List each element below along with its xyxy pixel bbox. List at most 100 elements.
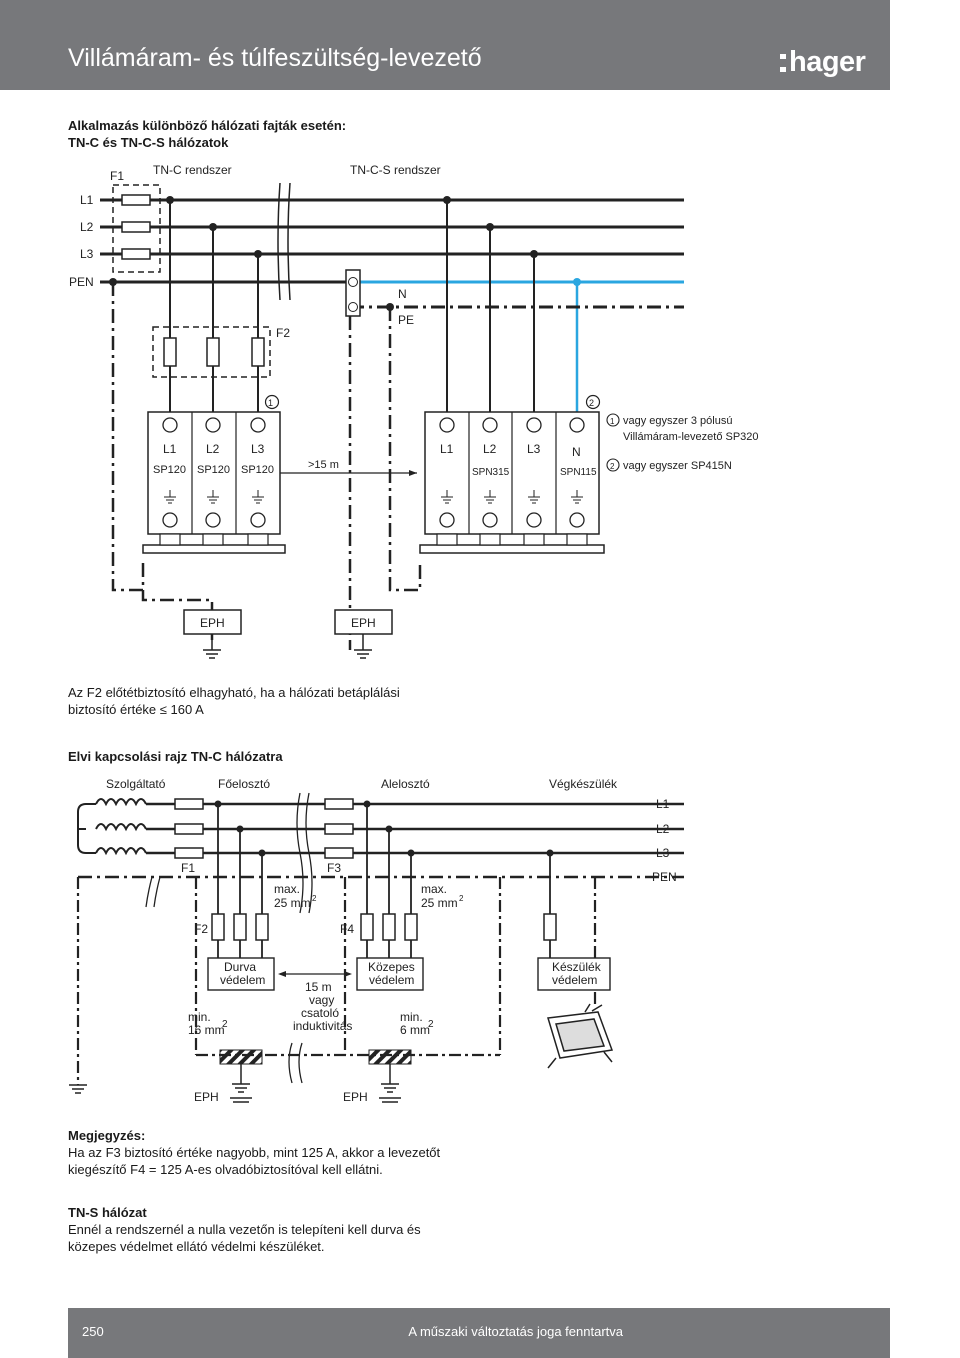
svg-text:max.: max. [274,882,300,896]
label-pe: PE [398,313,414,327]
section1-heading-2: TN-C és TN-C-S hálózatok [68,135,229,150]
svg-text:L2: L2 [656,822,670,836]
coil-l3 [95,847,147,856]
svg-text:1: 1 [268,398,273,408]
tv-icon [547,1003,614,1069]
para1-line2: biztosító értéke ≤ 160 A [68,702,204,717]
svg-text:L2: L2 [206,442,220,456]
fuse-f1-l3 [121,248,151,260]
logo-text: hager [789,46,866,78]
pen-return-left [111,282,145,592]
label-n: N [398,287,407,301]
svg-text:EPH: EPH [194,1090,219,1104]
legend-1b: Villámáram-levezető SP320 [623,431,759,443]
svg-text:L3: L3 [251,442,265,456]
section2-heading: Elvi kapcsolási rajz TN-C hálózatra [68,749,283,764]
svg-text:2: 2 [610,462,615,471]
diagram-tnc-principle [69,792,684,1103]
svg-text:min.: min. [400,1010,423,1024]
tns-line1: Ennél a rendszernél a nulla vezetőn is t… [68,1222,421,1237]
svg-text:csatoló: csatoló [301,1006,339,1020]
svg-text:SP120: SP120 [197,464,230,476]
svg-text:EPH: EPH [343,1090,368,1104]
label-line-l3: L3 [80,247,94,261]
svg-text:25 mm: 25 mm [274,896,311,910]
right-spd-device [419,411,605,554]
svg-text:Közepes: Közepes [368,960,415,974]
svg-text:Alelosztó: Alelosztó [381,777,430,791]
svg-text:F2: F2 [194,922,208,936]
ground-icon [203,634,221,659]
label-tnc: TN-C rendszer [153,163,232,177]
svg-text:2: 2 [428,1019,434,1030]
svg-text:1: 1 [610,417,615,426]
svg-text:6 mm: 6 mm [400,1023,430,1037]
svg-text:L2: L2 [483,442,497,456]
para1-line1: Az F2 előtétbiztosító elhagyható, ha a h… [68,685,400,700]
svg-text:F3: F3 [327,861,341,875]
svg-text:Végkészülék: Végkészülék [549,777,618,791]
header-bar: Villámáram- és túlfeszültség-levezető ha… [0,0,890,90]
svg-text:L3: L3 [656,846,670,860]
footer-note: A műszaki változtatás joga fenntartva [408,1324,623,1339]
svg-text:SP120: SP120 [153,464,186,476]
kozepes-box [356,957,424,991]
note-heading: Megjegyzés: [68,1128,146,1143]
keszulek-box [537,957,611,991]
svg-text:max.: max. [421,882,447,896]
hager-logo: hager [780,46,866,79]
legend-2: vagy egyszer SP415N [623,460,732,472]
svg-text:Főelosztó: Főelosztó [218,777,270,791]
svg-text:2: 2 [459,894,464,903]
coil-l1 [95,798,147,807]
footer-bar: 250 A műszaki változtatás joga fenntartv… [68,1308,890,1358]
svg-text:F1: F1 [181,861,195,875]
fuse-f1-l1 [121,194,151,206]
svg-text:2: 2 [222,1019,228,1030]
svg-text:védelem: védelem [220,973,265,987]
svg-text:L1: L1 [656,797,670,811]
svg-text:PEN: PEN [652,870,677,884]
eph-label-left: EPH [200,616,225,630]
label-distance: >15 m [308,459,339,471]
svg-text:F4: F4 [340,922,354,936]
coil-l2 [95,823,147,832]
svg-text:2: 2 [589,398,594,408]
label-line-pen: PEN [69,275,94,289]
f1-box [112,184,161,273]
note-line2: kiegészítő F4 = 125 A-es olvadóbiztosító… [68,1162,383,1177]
svg-text:2: 2 [312,894,317,903]
legend-1: vagy egyszer 3 pólusú [623,415,732,427]
f2-box [152,326,271,378]
svg-text:L3: L3 [527,442,541,456]
svg-text:védelem: védelem [369,973,414,987]
tns-heading: TN-S hálózat [68,1205,147,1220]
ground-icon [354,634,372,659]
svg-text:védelem: védelem [552,973,597,987]
label-line-l2: L2 [80,220,94,234]
svg-text:SPN115: SPN115 [560,467,597,478]
page-title: Villámáram- és túlfeszültség-levezető [68,44,482,72]
svg-text:induktivitás: induktivitás [293,1019,352,1033]
label-f1: F1 [110,169,124,183]
svg-text:L1: L1 [440,442,454,456]
label-f2: F2 [276,326,290,340]
svg-text:15 m: 15 m [305,980,332,994]
svg-text:25 mm: 25 mm [421,896,458,910]
eph-label-right: EPH [351,616,376,630]
svg-text:Készülék: Készülék [552,960,602,974]
durva-box [207,957,275,991]
label-tncs: TN-C-S rendszer [350,163,441,177]
svg-text:N: N [572,445,581,459]
tns-line2: közepes védelmet ellátó védelmi készülék… [68,1239,325,1254]
label-line-l1: L1 [80,193,94,207]
eph-bar-1 [219,1049,263,1065]
svg-text:min.: min. [188,1010,211,1024]
svg-text:16 mm: 16 mm [188,1023,225,1037]
svg-text:vagy: vagy [309,993,334,1007]
pe-return-right [388,307,422,592]
section1-heading-1: Alkalmazás különböző hálózati fajták ese… [68,118,347,133]
fuse-f1-l2 [121,221,151,233]
svg-text:L1: L1 [163,442,177,456]
